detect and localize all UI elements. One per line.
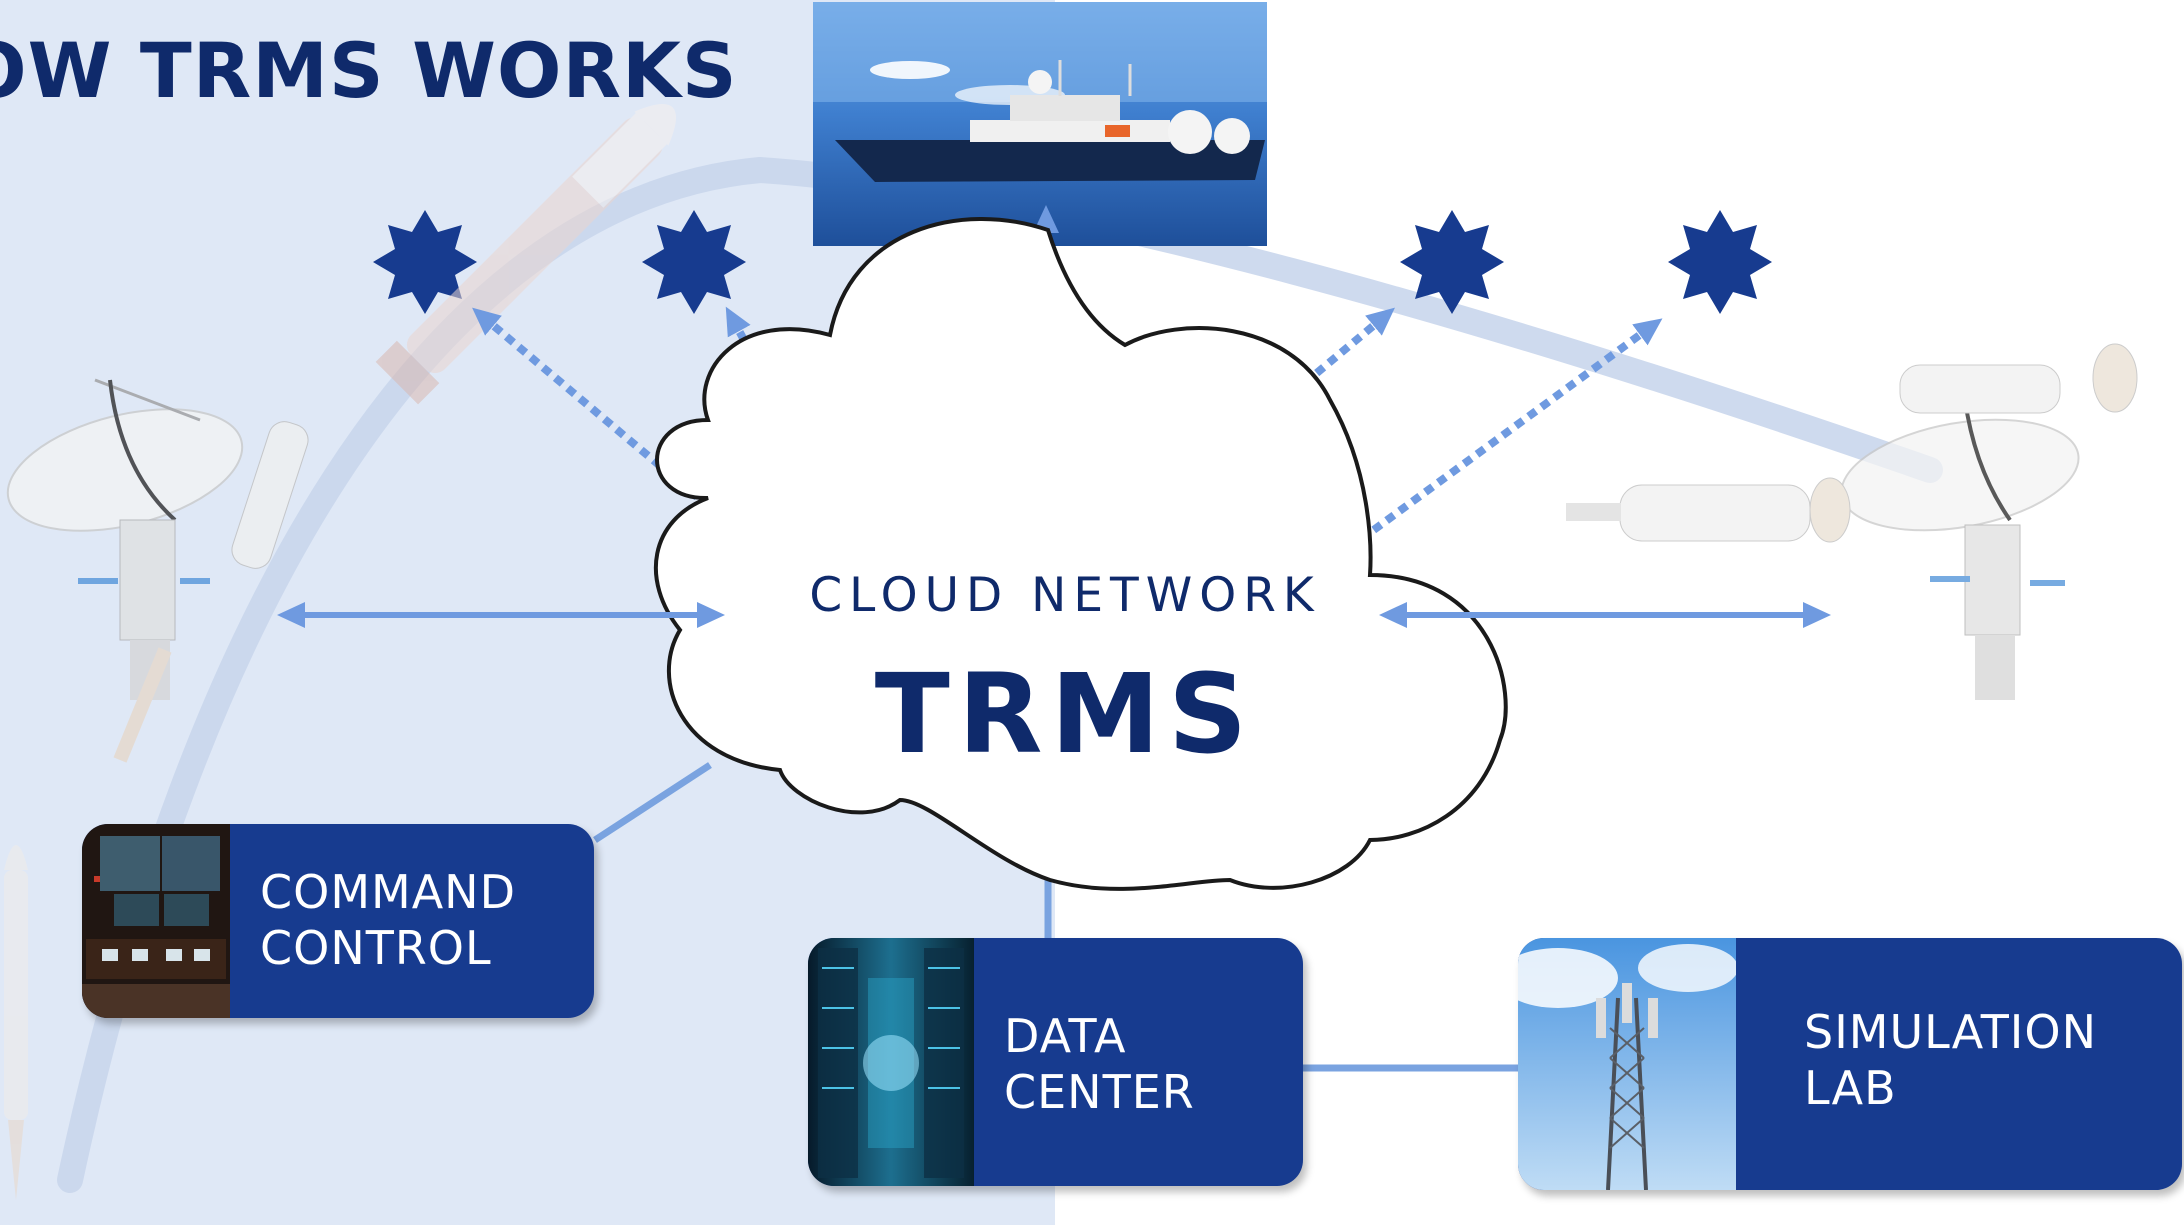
simulation-lab-line2: LAB <box>1804 1061 1897 1115</box>
page-title: OW TRMS WORKS <box>0 26 738 115</box>
star-icon <box>1400 210 1504 314</box>
rocket-icon <box>375 104 676 405</box>
data-center-label: DATA CENTER <box>1004 1008 1195 1120</box>
antenna-dish-icon <box>1566 343 2138 700</box>
cloud-subtitle: CLOUD NETWORK <box>809 568 1321 623</box>
command-control-card: COMMAND CONTROL <box>82 824 594 1018</box>
star-icon <box>642 210 746 314</box>
control-room-image <box>82 824 230 1018</box>
simulation-lab-card: SIMULATION LAB <box>1518 938 2182 1190</box>
dashed-double-arrow <box>1319 318 1663 570</box>
command-control-line2: CONTROL <box>260 921 492 975</box>
connector-line <box>593 762 712 843</box>
command-control-line1: COMMAND <box>260 865 517 919</box>
cloud-shape <box>653 217 1508 891</box>
cell-tower-image <box>1518 938 1736 1190</box>
star-icon <box>373 210 477 314</box>
ship-photo <box>813 2 1267 246</box>
dashed-double-arrow <box>472 307 770 559</box>
simulation-lab-label: SIMULATION LAB <box>1804 1004 2097 1116</box>
data-center-image <box>808 938 974 1186</box>
star-icon <box>1668 210 1772 314</box>
simulation-lab-line1: SIMULATION <box>1804 1005 2097 1059</box>
data-center-line2: CENTER <box>1004 1065 1195 1119</box>
data-center-line1: DATA <box>1004 1009 1127 1063</box>
data-center-card: DATA CENTER <box>808 938 1303 1186</box>
command-control-label: COMMAND CONTROL <box>260 864 516 976</box>
cloud-name: TRMS <box>874 650 1256 778</box>
launch-vehicle-icon <box>4 845 28 1200</box>
antenna-dish-icon <box>6 378 309 763</box>
